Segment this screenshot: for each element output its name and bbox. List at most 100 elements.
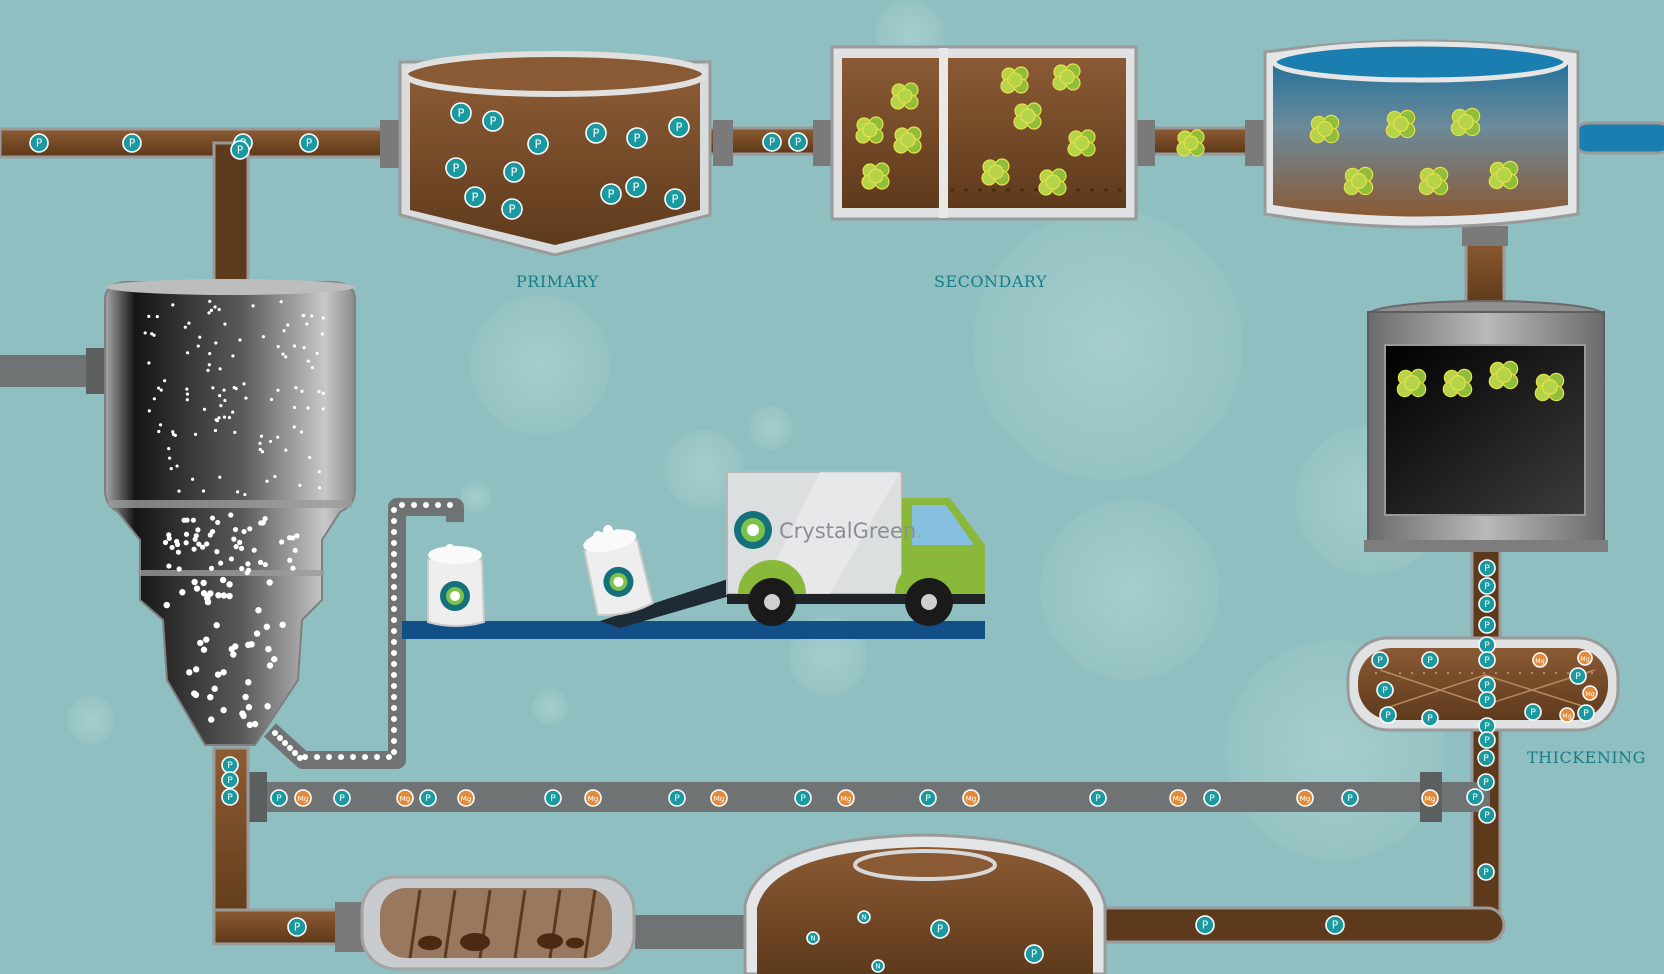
phosphorus-ion-icon: P — [270, 789, 288, 807]
struvite-pellet-icon — [147, 409, 151, 413]
struvite-pellet-icon — [213, 428, 218, 433]
struvite-pellet-icon — [177, 489, 181, 493]
biomass-floc-icon — [861, 162, 890, 190]
struvite-pellet-icon — [302, 346, 306, 350]
dewatering-screw — [360, 875, 636, 971]
svg-text:P: P — [769, 137, 775, 149]
struvite-pellet-icon — [284, 448, 288, 452]
struvite-pellet-icon — [391, 672, 397, 678]
struvite-pellet-icon — [321, 407, 325, 411]
struvite-pellet-icon — [317, 470, 321, 474]
svg-text:P: P — [1427, 713, 1433, 724]
svg-text:P: P — [593, 126, 600, 140]
struvite-pellet-icon — [277, 735, 283, 741]
phosphorus-ion-icon: P — [1379, 706, 1397, 724]
struvite-pellet-icon — [204, 598, 212, 606]
biosolid-cake — [537, 933, 563, 949]
struvite-pellet-icon — [222, 415, 227, 419]
bag-logo-icon — [440, 581, 470, 611]
struvite-pellet-icon — [310, 314, 314, 318]
phosphorus-ion-icon: P — [1325, 915, 1345, 935]
struvite-pellet-icon — [276, 344, 280, 349]
struvite-pellet-icon — [290, 565, 296, 571]
biomass-floc-icon — [893, 126, 922, 154]
phosphorus-ion-icon: P — [794, 789, 812, 807]
phosphorus-ion-icon: P — [919, 789, 937, 807]
struvite-pellet-icon — [321, 316, 325, 320]
struvite-pellet-icon — [245, 704, 253, 711]
svg-text:Mg: Mg — [1300, 794, 1311, 803]
svg-text:Mg: Mg — [400, 794, 411, 803]
struvite-pellet-icon — [174, 541, 181, 548]
struvite-pellet-icon — [206, 368, 210, 372]
phosphorus-ion-icon: P — [1569, 667, 1587, 685]
svg-text:P: P — [227, 792, 233, 803]
struvite-pellet-icon — [306, 359, 310, 363]
struvite-pellet-icon — [197, 639, 204, 647]
biomass-floc-icon — [855, 116, 884, 144]
svg-text:P: P — [227, 760, 233, 771]
svg-text:Mg: Mg — [1585, 691, 1594, 698]
struvite-pellet-icon — [265, 479, 269, 483]
struvite-pellet-icon — [301, 313, 306, 318]
struvite-pellet-icon — [238, 338, 242, 342]
svg-text:P: P — [1031, 949, 1037, 961]
struvite-pellet-icon — [204, 541, 210, 547]
svg-text:P: P — [608, 187, 615, 201]
phosphorus-ion-icon: P — [482, 110, 504, 132]
phosphorus-ion-icon: P — [762, 132, 782, 152]
struvite-pellet-icon — [411, 502, 417, 508]
struvite-pellet-icon — [265, 645, 272, 653]
phosphorus-ion-icon: P — [1478, 559, 1496, 577]
svg-text:P: P — [458, 106, 465, 120]
svg-text:Mg: Mg — [1535, 658, 1544, 665]
biomass-floc-icon — [1343, 166, 1374, 196]
struvite-pellet-icon — [157, 429, 161, 434]
struvite-pellet-icon — [266, 579, 273, 586]
phosphorus-ion-icon: P — [930, 919, 950, 939]
struvite-pellet-icon — [191, 477, 195, 481]
struvite-pellet-icon — [247, 526, 253, 532]
stage-label-secondary: SECONDARY — [934, 272, 1047, 291]
phosphorus-ion-icon: P — [1024, 944, 1044, 964]
struvite-pellet-icon — [176, 566, 182, 572]
struvite-pellet-icon — [255, 607, 262, 614]
struvite-pellet-icon — [276, 388, 280, 392]
struvite-pellet-icon — [292, 750, 298, 756]
svg-text:P: P — [1583, 708, 1589, 719]
struvite-pellet-icon — [279, 539, 285, 545]
struvite-pellet-icon — [279, 621, 286, 629]
phosphorus-ion-icon: P — [445, 157, 467, 179]
svg-text:Mg: Mg — [298, 794, 309, 803]
svg-text:P: P — [511, 165, 518, 179]
struvite-pellet-icon — [198, 335, 202, 339]
struvite-pellet-icon — [185, 387, 189, 391]
struvite-pellet-icon — [399, 502, 405, 508]
struvite-pellet-icon — [220, 669, 227, 676]
svg-text:P: P — [237, 145, 243, 157]
phosphorus-ion-icon: P — [1478, 676, 1496, 694]
svg-text:P: P — [1484, 563, 1490, 574]
svg-text:P: P — [795, 137, 801, 149]
struvite-pellet-icon — [162, 539, 169, 546]
magnesium-ion-icon: Mg — [1296, 789, 1314, 807]
struvite-pellet-icon — [143, 331, 147, 335]
struvite-pellet-icon — [223, 322, 227, 326]
struvite-pellet-icon — [185, 392, 190, 396]
biomass-floc-icon — [1450, 107, 1481, 137]
struvite-pellet-icon — [150, 332, 154, 336]
struvite-pellet-icon — [237, 539, 243, 545]
struvite-pellet-icon — [158, 423, 163, 427]
struvite-pellet-icon — [196, 541, 202, 547]
phosphorus-ion-icon: P — [1371, 651, 1389, 669]
svg-text:P: P — [1472, 792, 1478, 803]
svg-text:P: P — [633, 180, 640, 194]
svg-text:P: P — [509, 202, 516, 216]
struvite-pellet-icon — [220, 706, 227, 714]
svg-text:P: P — [1484, 680, 1490, 691]
struvite-pellet-icon — [167, 456, 172, 460]
struvite-pellet-icon — [245, 679, 252, 686]
